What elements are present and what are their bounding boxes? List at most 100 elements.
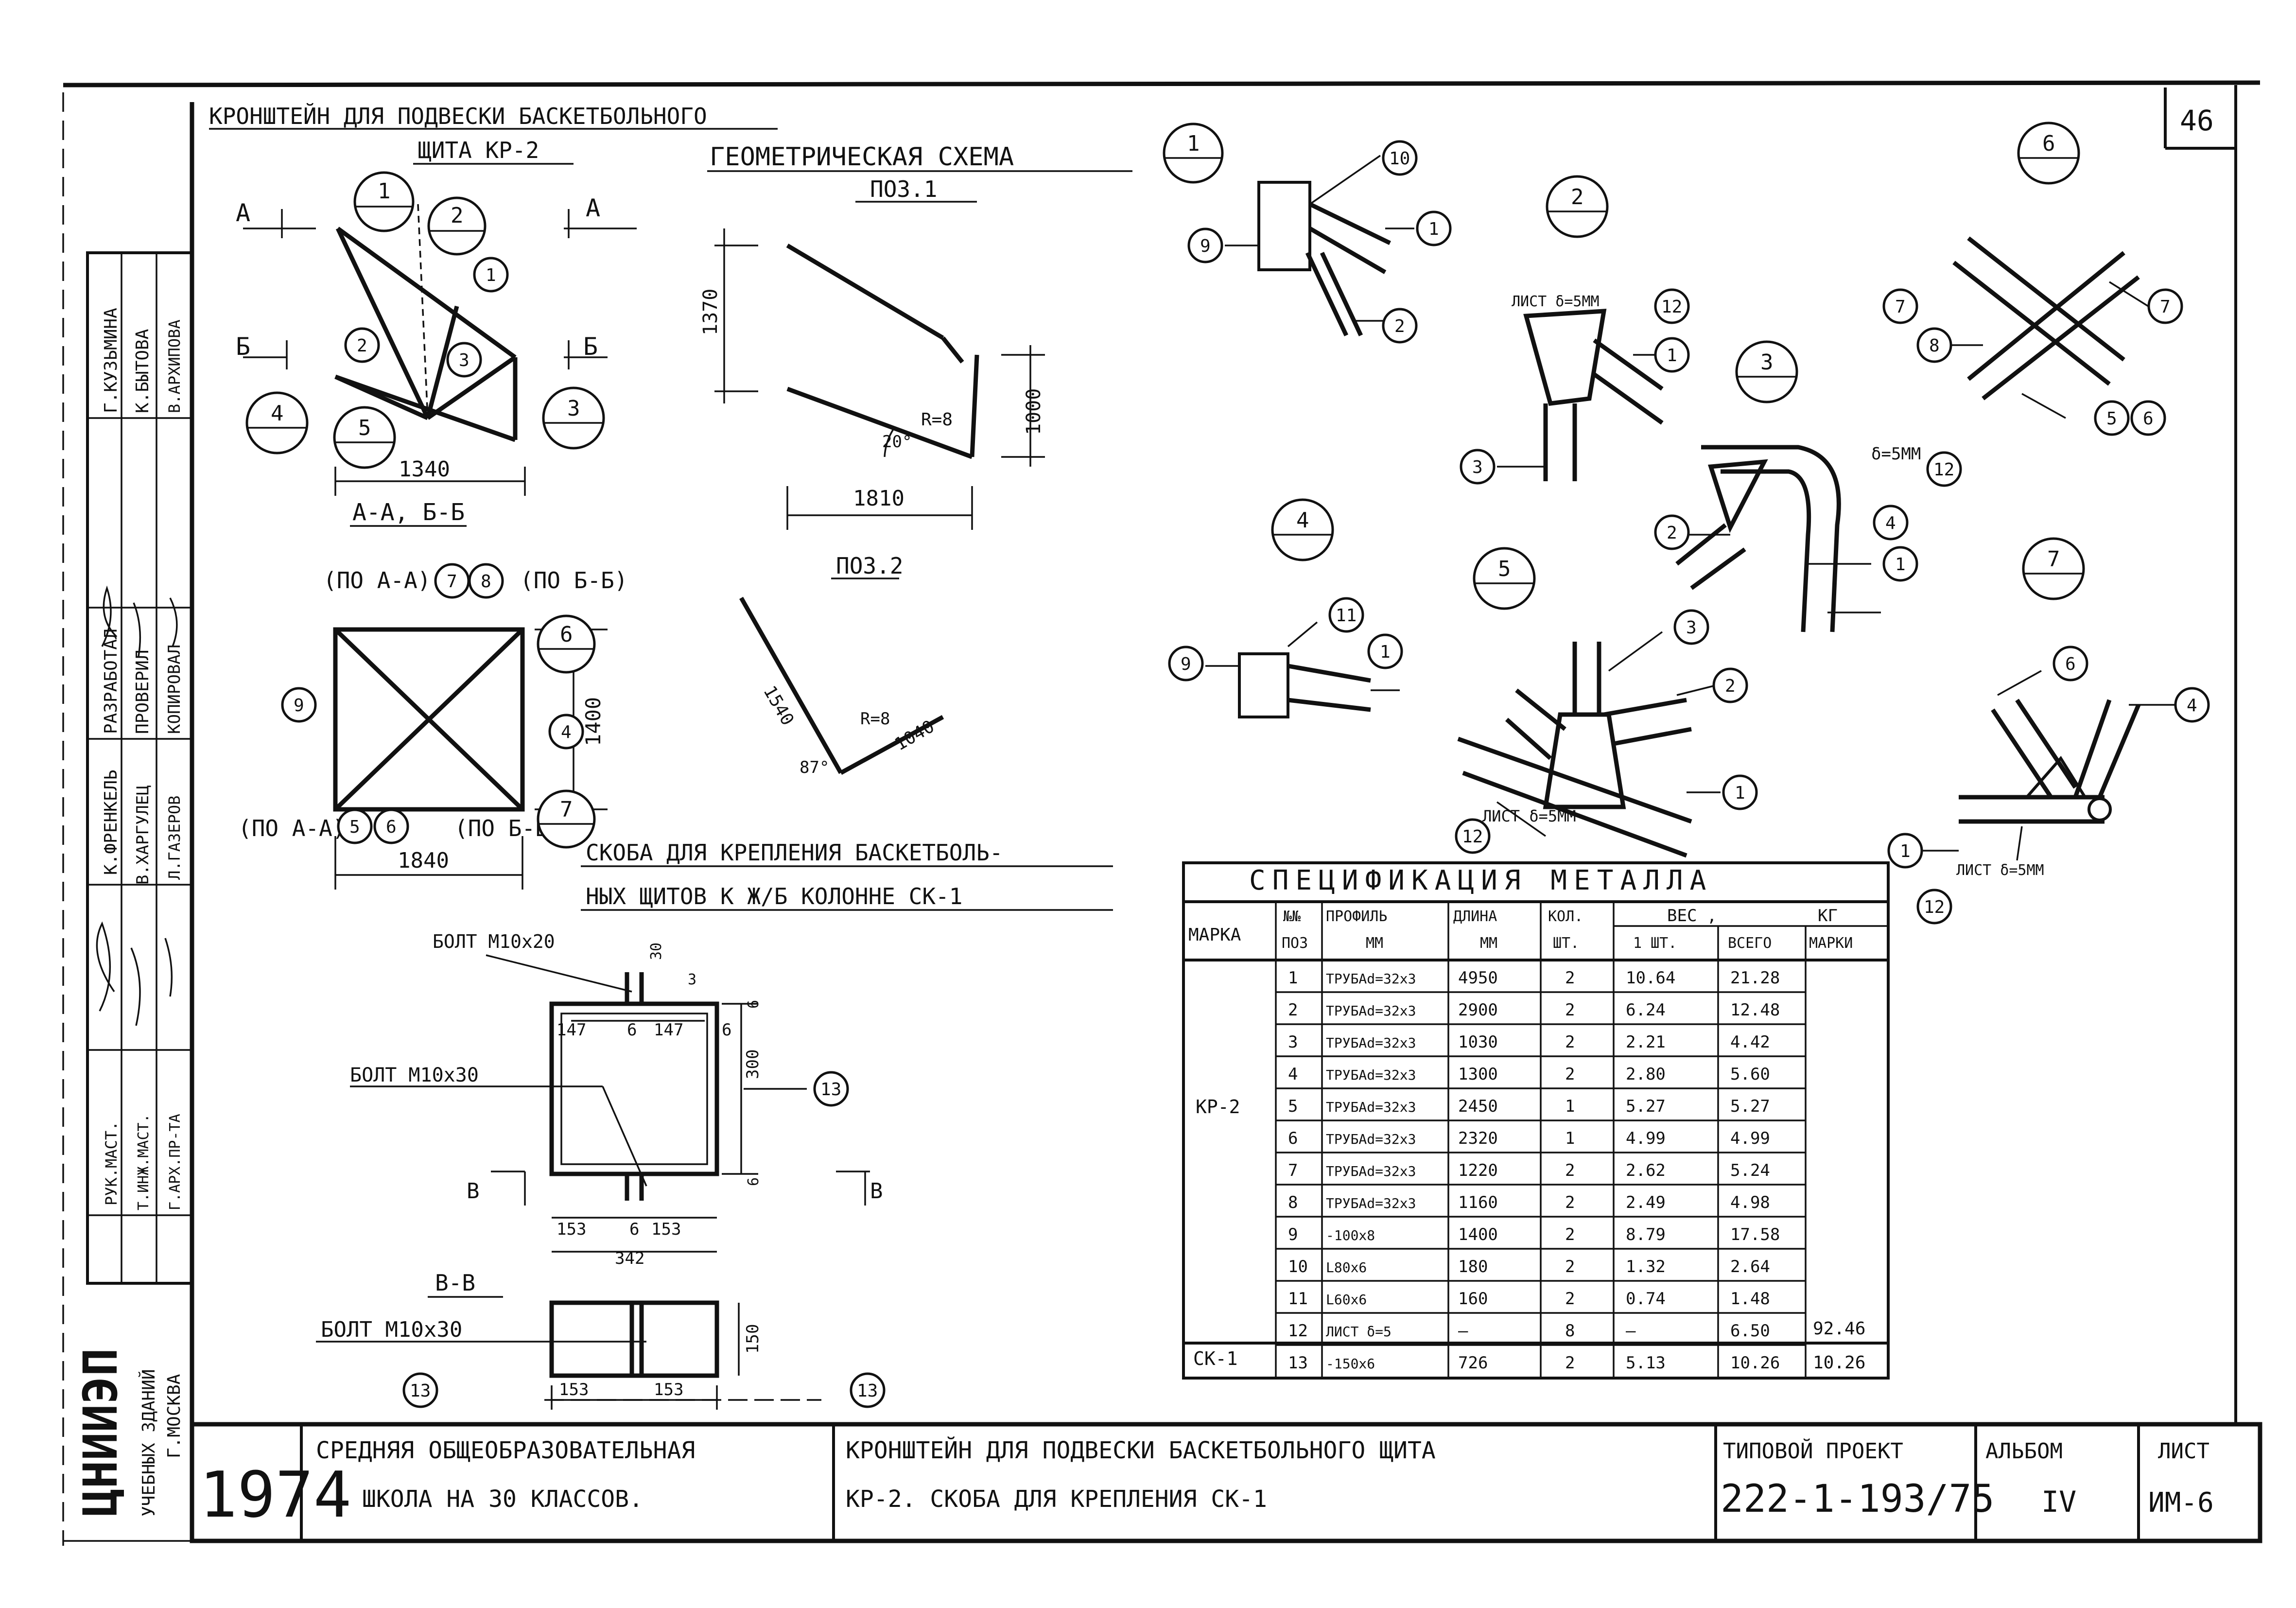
spec-cell-w1: — <box>1626 1321 1636 1341</box>
spec-cell-length: 1300 <box>1458 1065 1498 1084</box>
spec-cell-wall: 4.99 <box>1730 1129 1770 1148</box>
spec-h-pos2: ПОЗ <box>1282 935 1308 952</box>
spec-cell-wall: 21.28 <box>1730 968 1780 988</box>
stamp-org-group-2: УЧЕБНЫХ ЗДАНИЙ <box>139 1369 159 1517</box>
spec-cell-wall: 4.98 <box>1730 1193 1770 1212</box>
marker-4-sec: 4 <box>271 401 284 426</box>
dim-r8-pos2: R=8 <box>860 709 890 729</box>
spec-cell-w1: 2.80 <box>1626 1065 1666 1084</box>
spec-cell-length: 1160 <box>1458 1193 1498 1212</box>
m-9b: 9 <box>1200 236 1211 256</box>
stamp-names-group: Г.КУЗЬМИНА <box>101 308 121 413</box>
m-9c: 9 <box>1181 654 1191 674</box>
dim-1000: 1000 <box>1023 388 1045 435</box>
spec-cell-w1: 2.62 <box>1626 1161 1666 1180</box>
dim-3: 3 <box>688 971 696 988</box>
spec-cell-profile: ТРУБАd=32x3 <box>1326 1003 1416 1019</box>
spec-cell-length: 4950 <box>1458 968 1498 988</box>
spec-cell-profile: ТРУБАd=32x3 <box>1326 1035 1416 1051</box>
node-details <box>1205 155 2177 861</box>
m-5b: 5 <box>2106 409 2117 429</box>
pos1-geometry <box>714 228 1045 530</box>
spec-cell-w1: 0.74 <box>1626 1289 1666 1309</box>
dim-150: 150 <box>743 1324 763 1354</box>
clamp-section <box>316 1300 821 1410</box>
spec-cell-pos: 10 <box>1288 1257 1308 1276</box>
stamp-roles-group-2: Т.ИНЖ.МАСТ. <box>135 1114 152 1210</box>
spec-cell-wall: 5.27 <box>1730 1097 1770 1116</box>
m-1b: 1 <box>1428 219 1439 239</box>
m-3a: 3 <box>459 350 470 370</box>
m-5a: 5 <box>349 817 360 837</box>
spec-h-kg: КГ <box>1818 906 1838 926</box>
stamp-org-group: ЦНИИЭП <box>73 1348 128 1517</box>
stamp-role-g-arh: Г.АРХ.ПР-ТА <box>167 1114 184 1210</box>
stamp-roles-group: РУК.МАСТ. <box>102 1121 121 1206</box>
dim-300: 300 <box>743 1049 763 1079</box>
spec-cell-qty: 2 <box>1565 1065 1575 1084</box>
stamp-name-hargulets: В.ХАРГУЛЕЦ <box>133 785 153 885</box>
label-bolt-m10x20: БОЛТ М10х20 <box>433 931 555 952</box>
section-aa-bb: А-А, Б-Б <box>352 499 465 526</box>
spec-cell-length: 1220 <box>1458 1161 1498 1180</box>
stamp-role-t-inzh: Т.ИНЖ.МАСТ. <box>135 1114 152 1210</box>
m-13c: 13 <box>857 1381 878 1401</box>
dim-342: 342 <box>615 1249 644 1268</box>
dim-6-top: 6 <box>745 1000 762 1009</box>
tb-album-label: АЛЬБОМ <box>1985 1439 2063 1464</box>
spec-h-len2: ММ <box>1480 935 1497 952</box>
m-2b: 2 <box>1394 316 1405 336</box>
marker-6-node: 6 <box>2042 131 2055 156</box>
marker-5-sec: 5 <box>358 416 371 440</box>
m-2c: 2 <box>1667 523 1677 543</box>
stamp-roles-group-3: Г.АРХ.ПР-ТА <box>167 1114 184 1210</box>
label-v-left: В <box>467 1179 480 1204</box>
spec-title: СПЕЦИФИКАЦИЯ МЕТАЛЛА <box>1249 865 1713 896</box>
dim-6-center: 6 <box>627 1020 637 1040</box>
spec-cell-profile: ТРУБАd=32x3 <box>1326 971 1416 987</box>
title-bracket: КРОНШТЕЙН ДЛЯ ПОДВЕСКИ БАСКЕТБОЛЬНОГО <box>209 103 707 129</box>
tb-school-1: СРЕДНЯЯ ОБЩЕОБРАЗОВАТЕЛЬНАЯ <box>316 1437 695 1464</box>
spec-cell-length: 180 <box>1458 1257 1488 1276</box>
label-b-left: Б <box>236 332 250 361</box>
spec-cell-profile: -100x8 <box>1326 1227 1375 1243</box>
spec-cell-qty: 2 <box>1565 1161 1575 1180</box>
m-11a: 11 <box>1336 606 1357 626</box>
title-clamp-1: СКОБА ДЛЯ КРЕПЛЕНИЯ БАСКЕТБОЛЬ- <box>586 839 1003 866</box>
dim-6-top-group: 6 <box>745 1000 762 1009</box>
spec-cell-wall: 6.50 <box>1730 1321 1770 1341</box>
dim-300-group: 300 <box>743 1049 763 1079</box>
m-12d: 12 <box>1924 897 1945 917</box>
dim-1340: 1340 <box>399 457 450 482</box>
spec-h-weight: ВЕС , <box>1667 906 1717 926</box>
dim-1370: 1370 <box>699 289 722 335</box>
label-a-left: А <box>236 199 250 227</box>
spec-cell-pos: 11 <box>1288 1289 1308 1309</box>
spec-h-mark: МАРКА <box>1188 925 1241 945</box>
dim-147-a: 147 <box>557 1020 586 1040</box>
spec-cell-pos: 8 <box>1288 1193 1298 1212</box>
spec-h-pos1: №№ <box>1283 908 1301 925</box>
dim-1040: 1040 <box>891 717 938 755</box>
stamp-name-gazerov: Л.ГАЗЕРОВ <box>165 796 184 880</box>
dim-r8-pos1: R=8 <box>921 410 953 430</box>
title-pos2: ПОЗ.2 <box>836 553 903 579</box>
stamp-names-group-3: В.АРХИПОВА <box>165 319 184 413</box>
stamp-role-razrabotal: РАЗРАБОТАЛ <box>101 629 121 734</box>
m-3b: 3 <box>1472 457 1483 477</box>
spec-cell-qty: 2 <box>1565 1193 1575 1212</box>
dim-1840: 1840 <box>398 848 449 873</box>
dim-1400: 1400 <box>581 697 605 746</box>
spec-h-qty2: ШТ. <box>1553 935 1579 952</box>
tb-desc-2: КР-2. СКОБА ДЛЯ КРЕПЛЕНИЯ СК-1 <box>846 1486 1267 1513</box>
spec-cell-length: 2900 <box>1458 1000 1498 1020</box>
dim-6-side: 6 <box>722 1020 731 1040</box>
m-3c: 3 <box>1686 618 1697 638</box>
